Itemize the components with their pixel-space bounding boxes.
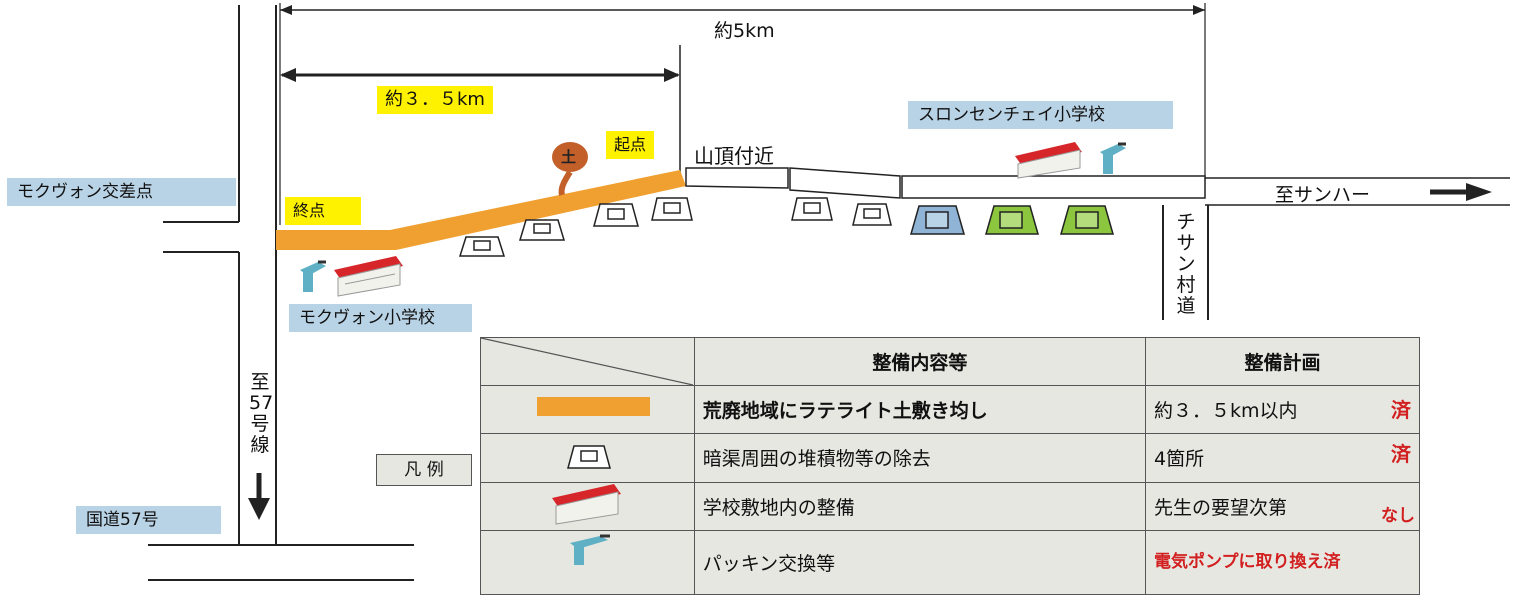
legend-plan-cell: 先生の要望次第 なし xyxy=(1145,481,1420,531)
pump-icon xyxy=(300,260,326,292)
school-building-icon xyxy=(1015,142,1082,179)
road-segment xyxy=(789,167,901,199)
arrow-right-icon xyxy=(1466,183,1492,201)
legend-status: 済 xyxy=(1391,442,1411,467)
end-point-label: 終点 xyxy=(285,197,361,225)
school-east-label: スロンセンチェイ小学校 xyxy=(908,101,1173,129)
legend-content: パッキン交換等 xyxy=(693,529,1147,596)
culvert-icon xyxy=(518,219,566,241)
school-building-icon xyxy=(334,256,403,297)
legend-table: 整備内容等 整備計画 荒廃地域にラテライト土敷き均し 約３．５km以内 済 暗渠… xyxy=(480,336,1420,596)
legend-row: 暗渠周囲の堆積物等の除去 4箇所 済 xyxy=(480,433,1420,483)
legend-header-plan: 整備計画 xyxy=(1145,336,1420,387)
distance-total-label: 約5km xyxy=(714,20,775,42)
legend-icon-cell xyxy=(480,385,695,435)
legend-plan: 4箇所 xyxy=(1154,448,1205,471)
pump-icon xyxy=(1100,142,1126,174)
legend-row: 荒廃地域にラテライト土敷き均し 約３．５km以内 済 xyxy=(480,385,1420,435)
culvert-icon xyxy=(458,236,506,257)
legend-row: 学校敷地内の整備 先生の要望次第 なし xyxy=(480,481,1420,531)
soil-marker xyxy=(552,142,588,172)
legend-plan-cell: 約３．５km以内 済 xyxy=(1145,385,1420,435)
legend-icon-cell xyxy=(480,529,695,596)
road-segment xyxy=(685,167,789,189)
legend-plan: 先生の要望次第 xyxy=(1154,496,1288,519)
culvert-icon xyxy=(651,197,693,221)
culvert-icon xyxy=(910,205,965,235)
legend-corner-cell xyxy=(480,336,695,387)
legend-plan-cell: 電気ポンプに取り換え済 xyxy=(1145,529,1420,596)
legend-plan-cell: 4箇所 済 xyxy=(1145,433,1420,483)
legend-status: なし xyxy=(1381,505,1415,526)
village-road-label: チサン村道 xyxy=(1176,211,1196,317)
laterite-road xyxy=(276,170,686,250)
national-route-label: 国道57号 xyxy=(76,506,221,534)
distance-section-label: 約３．５km xyxy=(377,86,493,114)
legend-header-content: 整備内容等 xyxy=(693,336,1147,387)
culvert-icon xyxy=(1060,205,1114,235)
school-west-label: モクヴォン小学校 xyxy=(289,304,472,332)
legend-icon-cell xyxy=(480,481,695,531)
culvert-icon xyxy=(852,203,892,226)
road-segment xyxy=(901,175,1206,199)
legend-status: 済 xyxy=(1391,398,1411,423)
arrow-down-icon xyxy=(248,498,270,520)
legend-icon-cell xyxy=(480,433,695,483)
culvert-icon xyxy=(791,197,833,221)
legend-row: パッキン交換等 電気ポンプに取り換え済 xyxy=(480,529,1420,596)
soil-marker-label: 土 xyxy=(561,148,577,166)
start-point-label: 起点 xyxy=(606,131,655,159)
intersection-label: モクヴォン交差点 xyxy=(7,178,236,206)
to-east-label: 至サンハー xyxy=(1275,184,1371,206)
culvert-icon xyxy=(593,203,639,227)
legend-content: 暗渠周囲の堆積物等の除去 xyxy=(693,433,1147,483)
legend-header-row: 整備内容等 整備計画 xyxy=(480,336,1420,387)
route57-direction-label: 至57号線 xyxy=(249,371,274,456)
culvert-icon xyxy=(985,205,1039,235)
legend-title: 凡 例 xyxy=(376,454,472,486)
legend-plan: 約３．５km以内 xyxy=(1154,400,1298,423)
legend-content: 荒廃地域にラテライト土敷き均し xyxy=(693,385,1147,435)
summit-label: 山頂付近 xyxy=(694,144,774,168)
legend-status: 電気ポンプに取り換え済 xyxy=(1154,552,1341,573)
legend-content: 学校敷地内の整備 xyxy=(693,481,1147,531)
